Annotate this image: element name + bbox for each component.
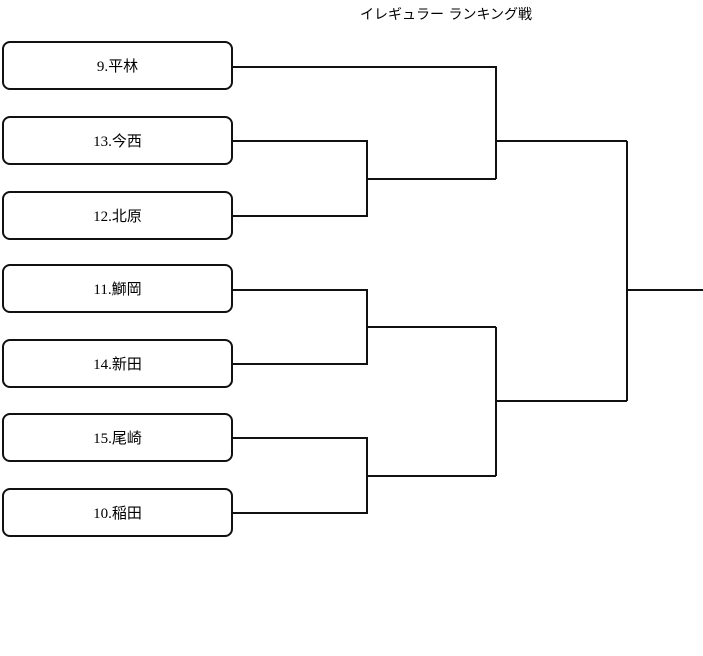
bracket-slot-4[interactable]: 11.鰤岡 xyxy=(2,264,233,313)
bracket-slot-6[interactable]: 15.尾崎 xyxy=(2,413,233,462)
bracket-slot-3[interactable]: 12.北原 xyxy=(2,191,233,240)
bracket-slot-1[interactable]: 9.平林 xyxy=(2,41,233,90)
connector-13-12 xyxy=(233,140,368,217)
connector-9-semi xyxy=(233,66,497,179)
bracket-slot-5[interactable]: 14.新田 xyxy=(2,339,233,388)
connector-11-14 xyxy=(233,289,368,365)
bracket-slot-2[interactable]: 13.今西 xyxy=(2,116,233,165)
bracket-title: イレギュラー ランキング戦 xyxy=(360,7,533,23)
connector-15-10 xyxy=(233,437,368,514)
bracket-slot-7[interactable]: 10.稲田 xyxy=(2,488,233,537)
